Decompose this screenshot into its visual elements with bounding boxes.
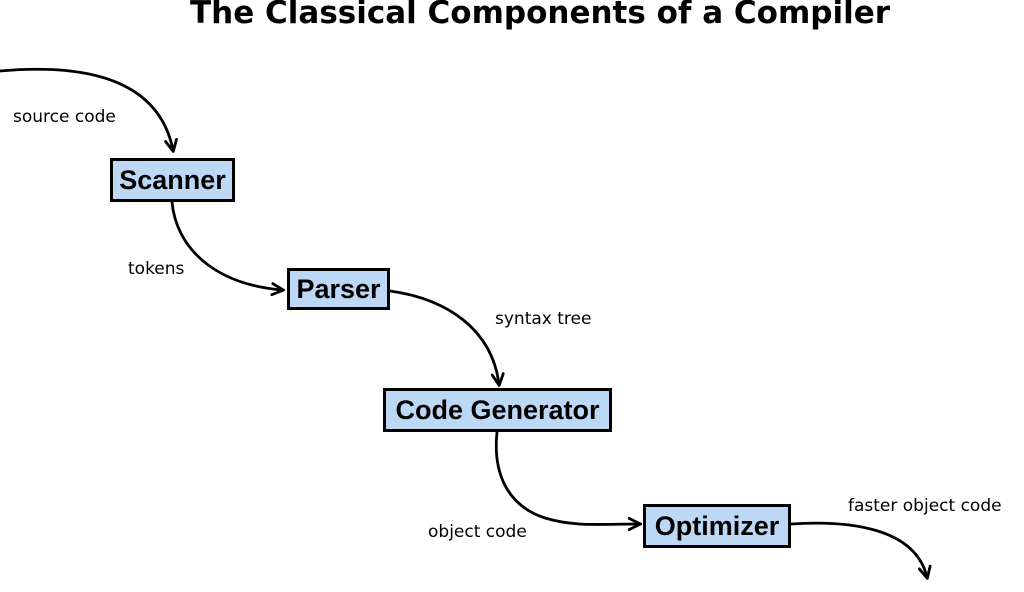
node-code-generator: Code Generator [383,388,612,432]
edge-syntax-tree-arrow [388,289,499,384]
edge-label-tokens: tokens [128,259,185,279]
edge-label-syntax-tree: syntax tree [495,309,592,329]
node-optimizer: Optimizer [643,504,791,548]
edge-object-code-arrow [494,430,639,524]
diagram-title: The Classical Components of a Compiler [189,0,891,31]
edge-label-object-code: object code [428,522,527,542]
node-scanner: Scanner [110,158,235,202]
node-parser: Parser [287,268,390,310]
edge-tokens-arrow [170,200,282,290]
edge-label-faster-object-code: faster object code [848,496,1002,516]
edge-label-source-code: source code [13,107,116,127]
edge-faster-object-code-arrow [789,521,927,577]
edge-source-code-arrow [0,67,173,150]
